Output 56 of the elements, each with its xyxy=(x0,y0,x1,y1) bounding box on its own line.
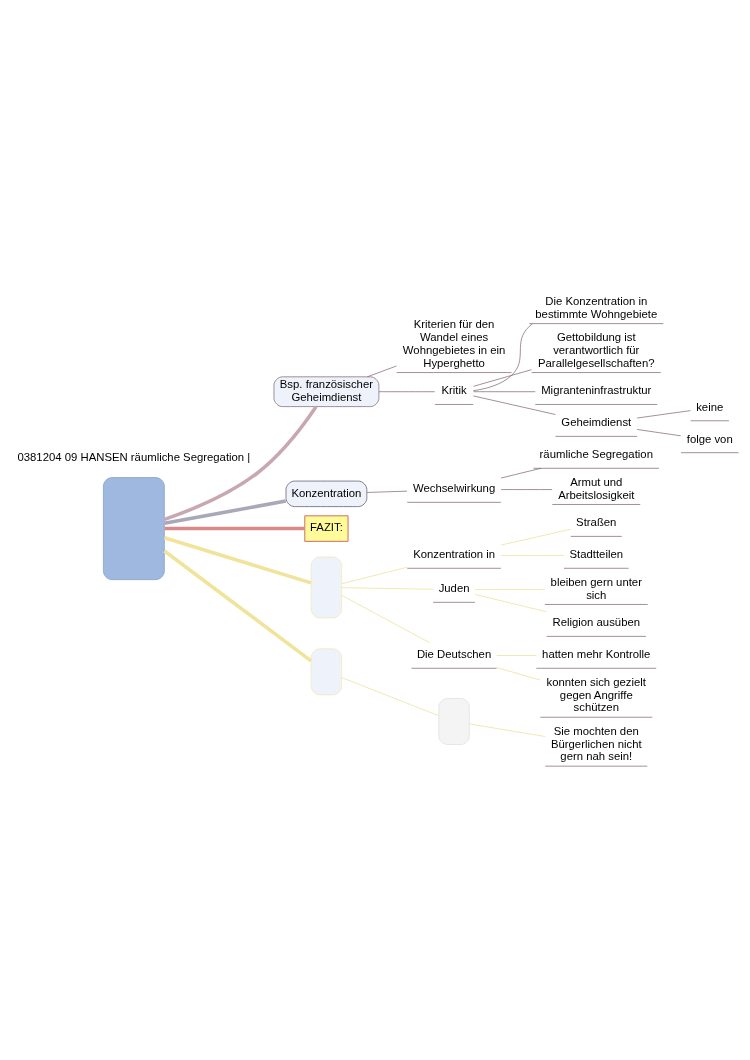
connector xyxy=(473,369,532,387)
node-text: Kriterien für den Wandel eines Wohngebietes in ein Hyperghetto xyxy=(402,318,506,369)
node-box xyxy=(310,648,343,696)
node-text: folge von xyxy=(686,432,733,445)
connector xyxy=(164,499,287,525)
connector xyxy=(636,429,682,437)
connector xyxy=(474,589,546,590)
node-box: Konzentration xyxy=(285,480,368,507)
connector xyxy=(473,395,556,415)
node-text: Konzentration in xyxy=(413,548,496,561)
node-box xyxy=(103,477,165,580)
connector xyxy=(500,489,553,490)
connector xyxy=(163,536,312,585)
connector xyxy=(500,555,565,556)
connector xyxy=(341,677,440,717)
node-text: Die Konzentration in bestimmte Wohngebiete xyxy=(535,295,658,320)
node-text: Geheimdienst xyxy=(561,416,632,429)
connector xyxy=(341,595,430,643)
connector xyxy=(496,667,541,681)
node-text: Gettobildung ist verantwortlich für Parallelgesellschaften? xyxy=(538,331,655,369)
node-box: FAZIT: xyxy=(304,515,349,542)
node-text: keine xyxy=(696,400,724,413)
connector xyxy=(473,391,536,393)
connector xyxy=(164,405,318,522)
connector xyxy=(472,323,533,391)
node-text: räumliche Segregation xyxy=(539,448,653,461)
connector xyxy=(164,526,305,531)
node-text: Kritik xyxy=(441,384,467,397)
node-text: Migranteninfrastruktur xyxy=(541,384,652,397)
connector xyxy=(496,655,537,656)
node-box xyxy=(310,556,343,619)
node-text: Religion ausüben xyxy=(552,616,641,629)
node-text: Stadtteilen xyxy=(569,548,624,561)
connector xyxy=(163,549,313,663)
label: 0381204 09 HANSEN räumliche Segregation | xyxy=(17,451,251,464)
node-box xyxy=(438,698,470,745)
node-text: Juden xyxy=(438,582,470,595)
connector xyxy=(500,528,571,546)
node-text: konnten sich gezielt gegen Angriffe schützen xyxy=(546,675,647,714)
node-text: bleiben gern unter sich xyxy=(550,575,642,601)
node-text: Straßen xyxy=(576,516,617,529)
connector xyxy=(474,594,547,613)
connector xyxy=(366,490,408,493)
connector xyxy=(367,365,397,378)
node-box: Bsp. französischer Geheimdienst xyxy=(273,376,380,407)
connector xyxy=(378,391,436,393)
connector xyxy=(341,566,408,585)
node-text: hatten mehr Kontrolle xyxy=(542,648,651,661)
node-text: Sie mochten den Bürgerlichen nicht gern nah sein! xyxy=(550,724,642,763)
connector xyxy=(636,410,691,419)
connector xyxy=(469,723,546,737)
connector xyxy=(341,587,434,590)
connector xyxy=(500,468,542,479)
node-text: Wechselwirkung xyxy=(412,482,496,495)
node-text: Armut und Arbeitslosigkeit xyxy=(558,475,635,501)
node-text: Die Deutschen xyxy=(416,648,492,661)
